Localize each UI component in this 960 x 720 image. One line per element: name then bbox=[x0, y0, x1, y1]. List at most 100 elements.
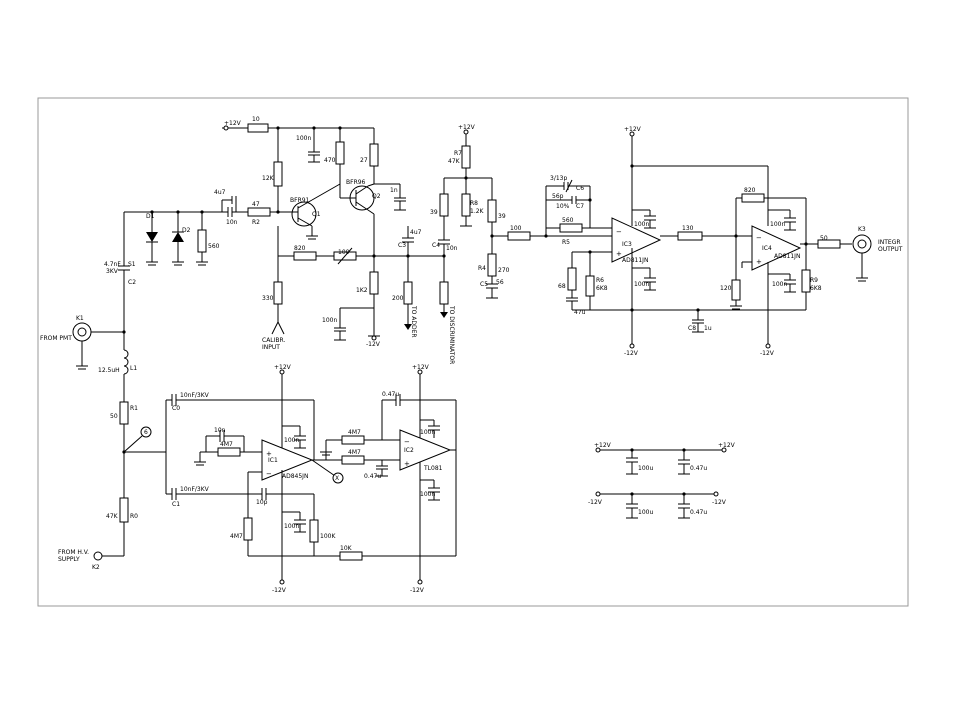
component-label: 10n bbox=[214, 427, 226, 434]
svg-text:+: + bbox=[404, 460, 410, 468]
component-label: 270 bbox=[498, 267, 510, 274]
component-label: C8 bbox=[688, 325, 696, 332]
component-label: 56p bbox=[552, 193, 564, 200]
component-label: C4 bbox=[432, 242, 440, 249]
shaper-stage: − + bbox=[544, 131, 872, 349]
supply-label: -12V bbox=[366, 341, 381, 348]
component-label: IC1 bbox=[268, 457, 278, 464]
component-label: IC3 bbox=[622, 241, 632, 248]
svg-text:+: + bbox=[756, 258, 762, 266]
component-label: 10K bbox=[340, 545, 353, 552]
component-label: 0.47u bbox=[364, 473, 381, 480]
connector-label: K1 bbox=[76, 315, 84, 322]
component-label: 100 bbox=[510, 225, 522, 232]
component-label: 100u bbox=[638, 465, 653, 472]
test-point-label: X bbox=[335, 475, 339, 482]
component-label: 100 bbox=[338, 249, 350, 256]
supply-label: -12V bbox=[760, 350, 775, 357]
component-label: 12K bbox=[262, 175, 275, 182]
input-label: SUPPLY bbox=[58, 556, 80, 563]
supply-label: -12V bbox=[624, 350, 639, 357]
component-label: 10 bbox=[252, 116, 260, 123]
output-label: INTEGR bbox=[878, 239, 901, 246]
component-label: 100n bbox=[284, 437, 299, 444]
component-label: 47K bbox=[448, 158, 461, 165]
component-label: 4M7 bbox=[230, 533, 243, 540]
component-label: C0 bbox=[172, 405, 180, 412]
component-label: 100n bbox=[634, 221, 649, 228]
component-label: C2 bbox=[128, 279, 136, 286]
component-label: 1u bbox=[704, 325, 712, 332]
integrator-stage: + − bbox=[194, 369, 457, 585]
component-label: R9 bbox=[810, 277, 818, 284]
component-label: 47K bbox=[106, 513, 119, 520]
component-label: 4u7 bbox=[214, 189, 226, 196]
front-end-amplifier bbox=[118, 123, 546, 341]
component-label: AD811JN bbox=[622, 257, 648, 264]
component-label: BFR96 bbox=[346, 179, 366, 186]
component-label: 39 bbox=[498, 213, 506, 220]
component-label: 560 bbox=[208, 243, 220, 250]
svg-text:+: + bbox=[616, 250, 622, 258]
component-label: R1 bbox=[130, 405, 138, 412]
component-label: C6 bbox=[576, 185, 584, 192]
component-label: 50 bbox=[820, 235, 828, 242]
component-label: 10nF/3KV bbox=[180, 486, 210, 493]
component-label: 4M7 bbox=[220, 441, 233, 448]
component-label: 47u bbox=[574, 309, 586, 316]
connector-label: K3 bbox=[858, 226, 866, 233]
component-label: L1 bbox=[130, 365, 137, 372]
svg-text:−: − bbox=[616, 228, 622, 236]
component-label: R7 bbox=[454, 150, 462, 157]
component-label: 100K bbox=[320, 533, 336, 540]
component-label: R5 bbox=[562, 239, 570, 246]
component-label: 10% bbox=[556, 203, 570, 210]
component-label: TL081 bbox=[423, 465, 443, 472]
component-label: 50 bbox=[110, 413, 118, 420]
component-label: 100n bbox=[770, 221, 785, 228]
svg-text:−: − bbox=[404, 438, 410, 446]
component-label: 4.7nF bbox=[104, 261, 121, 268]
component-label: 0.47u bbox=[382, 391, 399, 398]
component-label: 4M7 bbox=[348, 449, 361, 456]
component-label: R4 bbox=[478, 265, 486, 272]
component-label: 820 bbox=[294, 245, 306, 252]
component-label: 330 bbox=[262, 295, 274, 302]
component-label: S1 bbox=[128, 261, 136, 268]
component-label: 0.47u bbox=[690, 509, 707, 516]
component-label: BFR91 bbox=[290, 197, 310, 204]
component-label: 1n bbox=[390, 187, 398, 194]
component-label: 6K8 bbox=[810, 285, 822, 292]
component-label: 100n bbox=[772, 281, 787, 288]
supply-label: +12V bbox=[624, 126, 642, 133]
component-label: 39 bbox=[430, 209, 438, 216]
component-label: C1 bbox=[172, 501, 180, 508]
component-label: C7 bbox=[576, 203, 584, 210]
output-label: TO DISCRIMINATOR bbox=[448, 305, 455, 364]
component-label: 1K2 bbox=[356, 287, 368, 294]
input-label: FROM PMT bbox=[40, 335, 72, 342]
component-label: Q2 bbox=[372, 193, 381, 200]
supply-label: -12V bbox=[272, 587, 287, 594]
component-label: 10n bbox=[226, 219, 238, 226]
output-label: OUTPUT bbox=[878, 246, 903, 253]
component-label: C3 bbox=[398, 242, 406, 249]
supply-label: -12V bbox=[588, 499, 603, 506]
component-label: D2 bbox=[182, 227, 191, 234]
component-label: 10n bbox=[446, 245, 458, 252]
svg-text:+: + bbox=[266, 450, 272, 458]
connector-label: K2 bbox=[92, 564, 100, 571]
component-label: 56 bbox=[496, 279, 504, 286]
supply-label: +12V bbox=[224, 120, 242, 127]
input-label: INPUT bbox=[262, 344, 280, 351]
drawing-frame bbox=[37, 97, 909, 607]
component-label: 100n bbox=[634, 281, 649, 288]
component-label: D1 bbox=[146, 213, 155, 220]
supply-label: +12V bbox=[458, 124, 476, 131]
supply-label: +12V bbox=[594, 442, 612, 449]
component-label: R6 bbox=[596, 277, 604, 284]
component-label: 47 bbox=[252, 201, 260, 208]
svg-text:−: − bbox=[266, 470, 272, 478]
